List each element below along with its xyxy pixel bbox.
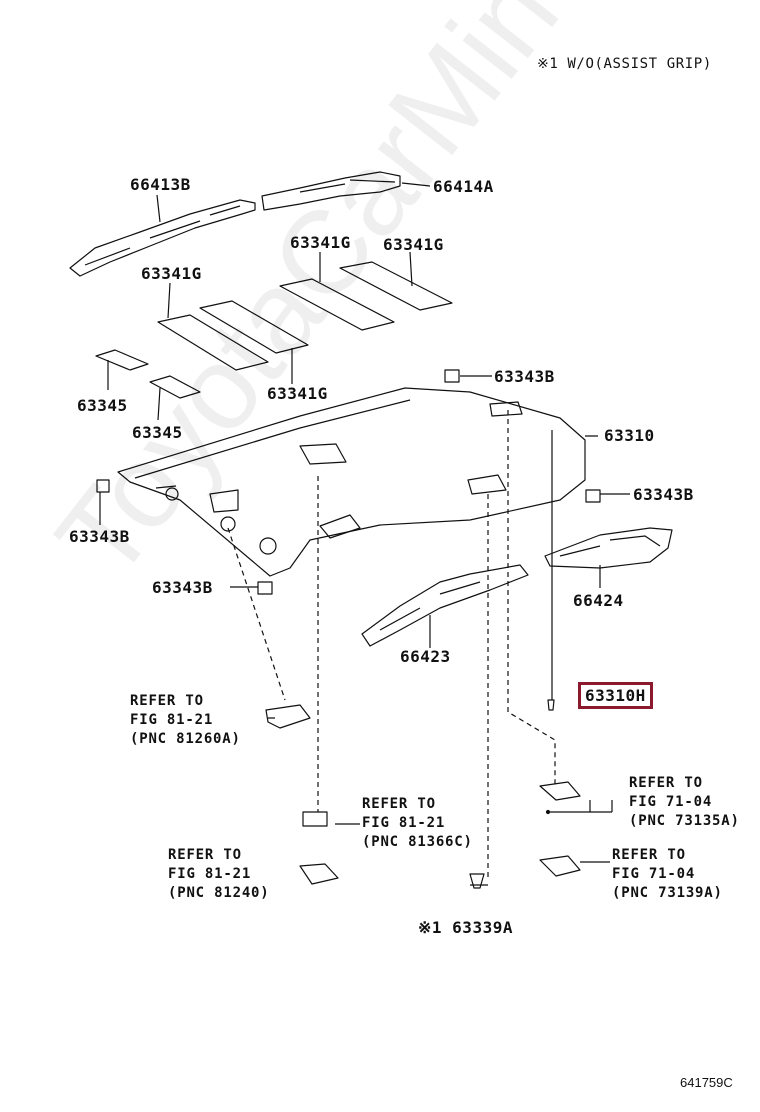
label-63343B-c[interactable]: 63343B bbox=[69, 527, 130, 546]
label-66423[interactable]: 66423 bbox=[400, 647, 451, 666]
label-63310H[interactable]: 63310H bbox=[585, 686, 646, 705]
label-63310[interactable]: 63310 bbox=[604, 426, 655, 445]
pad-63341G-3 bbox=[199, 300, 309, 354]
refer-81240[interactable]: REFER TO FIG 81-21 (PNC 81240) bbox=[168, 846, 270, 903]
clip-63343B-4 bbox=[257, 581, 273, 595]
pad-63341G-1 bbox=[339, 261, 453, 311]
clip-63343B-2 bbox=[96, 479, 110, 493]
refer-fig: FIG 81-21 bbox=[130, 712, 214, 728]
label-63343B-b[interactable]: 63343B bbox=[633, 485, 694, 504]
refer-pnc: (PNC 81260A) bbox=[130, 731, 241, 747]
refer-73139A[interactable]: REFER TO FIG 71-04 (PNC 73139A) bbox=[612, 846, 723, 903]
part-66413B-drawing bbox=[69, 199, 256, 277]
part-66424-drawing bbox=[544, 527, 673, 569]
note-without-assist-grip: ※1 W/O(ASSIST GRIP) bbox=[537, 56, 712, 72]
label-66414A[interactable]: 66414A bbox=[433, 177, 494, 196]
refer-fig: FIG 71-04 bbox=[612, 866, 696, 882]
part-66423-drawing bbox=[361, 564, 529, 647]
lamp-73135A bbox=[539, 781, 581, 801]
lamp-81240 bbox=[299, 863, 339, 885]
label-63341G-c[interactable]: 63341G bbox=[141, 264, 202, 283]
label-63341G-a[interactable]: 63341G bbox=[290, 233, 351, 252]
screw-63310H bbox=[547, 699, 555, 711]
refer-line: REFER TO bbox=[629, 775, 703, 791]
refer-fig: FIG 81-21 bbox=[362, 815, 446, 831]
lamp-81260A bbox=[265, 704, 311, 729]
refer-fig: FIG 81-21 bbox=[168, 866, 252, 882]
label-63343B-a[interactable]: 63343B bbox=[494, 367, 555, 386]
refer-pnc: (PNC 73139A) bbox=[612, 885, 723, 901]
label-63345-b[interactable]: 63345 bbox=[132, 423, 183, 442]
label-66413B[interactable]: 66413B bbox=[130, 175, 191, 194]
refer-pnc: (PNC 81240) bbox=[168, 885, 270, 901]
lamp-73139A bbox=[539, 855, 581, 877]
refer-line: REFER TO bbox=[362, 796, 436, 812]
refer-73135A[interactable]: REFER TO FIG 71-04 (PNC 73135A) bbox=[629, 774, 740, 831]
refer-line: REFER TO bbox=[612, 847, 686, 863]
refer-81366C[interactable]: REFER TO FIG 81-21 (PNC 81366C) bbox=[362, 795, 473, 852]
refer-line: REFER TO bbox=[130, 693, 204, 709]
refer-81260A[interactable]: REFER TO FIG 81-21 (PNC 81260A) bbox=[130, 692, 241, 749]
pad-63341G-2 bbox=[279, 278, 395, 331]
refer-fig: FIG 71-04 bbox=[629, 794, 713, 810]
clip-63343B-1 bbox=[444, 369, 460, 383]
label-63343B-d[interactable]: 63343B bbox=[152, 578, 213, 597]
refer-pnc: (PNC 81366C) bbox=[362, 834, 473, 850]
clip-63343B-3 bbox=[585, 489, 601, 503]
part-66414A-drawing bbox=[261, 171, 401, 211]
refer-pnc: (PNC 73135A) bbox=[629, 813, 740, 829]
pad-63341G-4 bbox=[157, 314, 269, 371]
refer-line: REFER TO bbox=[168, 847, 242, 863]
figure-number: 641759C bbox=[680, 1075, 733, 1090]
clip-63339A bbox=[469, 873, 485, 889]
label-63345-a[interactable]: 63345 bbox=[77, 396, 128, 415]
pad-63345-1 bbox=[95, 349, 149, 371]
headliner-63310-drawing bbox=[117, 387, 586, 577]
label-66424[interactable]: 66424 bbox=[573, 591, 624, 610]
highlight-box-63310H: 63310H bbox=[578, 682, 653, 709]
label-63339A[interactable]: ※1 63339A bbox=[418, 918, 513, 937]
label-63341G-d[interactable]: 63341G bbox=[267, 384, 328, 403]
pad-63345-2 bbox=[149, 375, 201, 399]
lamp-81366C bbox=[302, 811, 328, 827]
label-63341G-b[interactable]: 63341G bbox=[383, 235, 444, 254]
